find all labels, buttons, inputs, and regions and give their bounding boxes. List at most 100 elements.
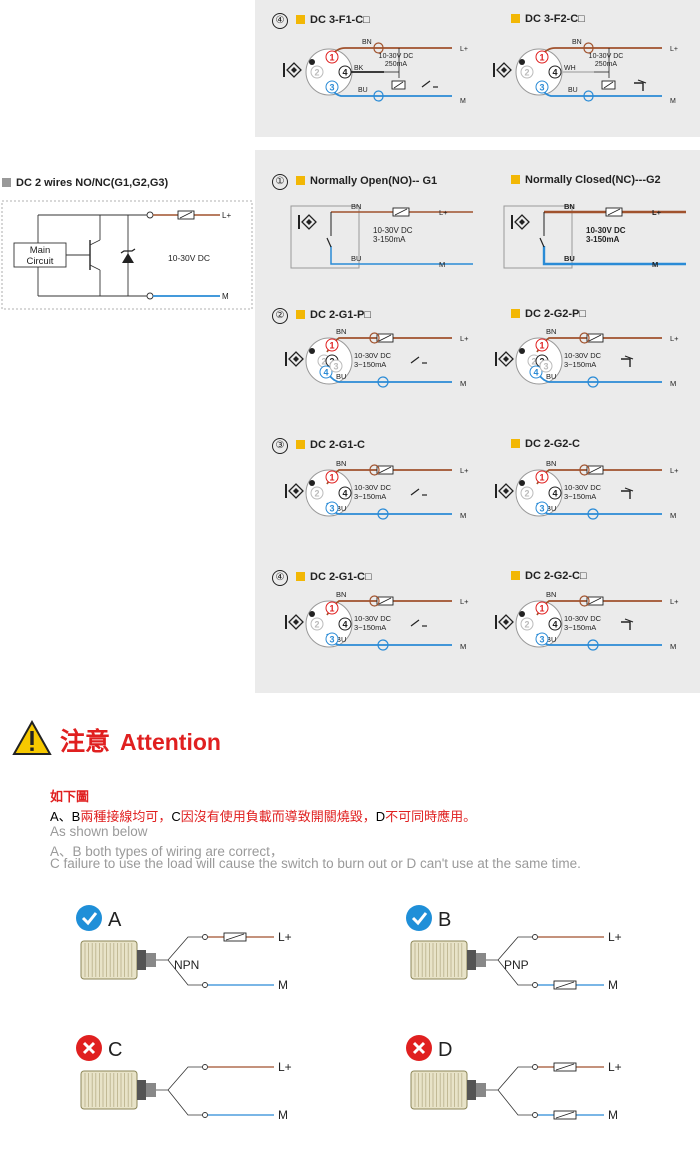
wire-top-black — [486, 1066, 533, 1091]
pin-circle — [535, 338, 549, 352]
resistor-slash — [393, 81, 404, 89]
pin-circle — [529, 365, 543, 379]
resistor-slash — [378, 334, 392, 342]
m-label: M — [278, 978, 288, 992]
nc-switch-blade — [624, 355, 634, 360]
voltage-label: 10-30V DC — [586, 226, 626, 235]
m-label: M — [460, 511, 466, 520]
pin-circle — [325, 601, 339, 615]
bu-label: BU — [351, 254, 361, 263]
yellow-square-icon — [296, 310, 305, 319]
bn-label: BN — [564, 202, 575, 211]
connector-face — [305, 600, 353, 648]
row-title-right: DC 2-G2-C — [511, 438, 580, 450]
connector-key — [519, 348, 525, 354]
sensor-cap — [137, 1080, 146, 1100]
yellow-square-icon — [511, 175, 520, 184]
voltage-label: 10-30V DC — [589, 53, 624, 60]
lplus-label: L+ — [652, 208, 662, 217]
voltage-label: 10-30V DC — [564, 483, 602, 492]
diagram-title: DC 2-G2-C — [525, 438, 581, 450]
pin-circle — [535, 50, 549, 64]
current-label: 3~150mA — [354, 360, 386, 369]
example-letter: D — [438, 1039, 452, 1061]
pin-number: 4 — [342, 620, 347, 630]
lplus-label: L+ — [608, 1060, 622, 1074]
diagram-title: DC 3-F1-C□ — [310, 14, 370, 26]
terminal-bottom — [532, 982, 538, 988]
note-red-3: 不可同時應用。 — [385, 809, 477, 824]
current-label: 3-150mA — [586, 235, 620, 244]
pin-number: 1 — [539, 473, 544, 483]
bn-label: BN — [362, 39, 372, 46]
pin-number: 2 — [321, 357, 326, 367]
sensor-diamond-core — [293, 488, 299, 494]
lplus-label: L+ — [460, 466, 469, 475]
nc-switch-symbol — [621, 621, 631, 630]
bn-label: BN — [336, 327, 346, 336]
resistor-slash — [378, 466, 392, 474]
no-switch-blade — [421, 80, 431, 88]
yellow-square-icon — [296, 15, 305, 24]
m-label: M — [278, 1108, 288, 1122]
bu-label: BU — [358, 87, 368, 94]
dashed-frame — [1, 200, 253, 310]
connector-face — [305, 469, 353, 517]
yellow-square-icon — [511, 439, 520, 448]
wire-bottom-black — [497, 1089, 533, 1116]
note-zh-line-1: 如下圖 — [50, 789, 90, 804]
sensor-diamond-icon — [301, 214, 317, 230]
bn-label: BN — [572, 39, 582, 46]
bn-label: BN — [336, 590, 346, 599]
pin-circle — [325, 632, 339, 646]
m-label: M — [670, 642, 676, 651]
sensor-diamond-icon — [288, 351, 304, 367]
no-switch-blade — [410, 619, 420, 627]
type-label: NPN — [174, 958, 199, 972]
no-switch-blade — [410, 356, 420, 364]
pin-number: 3 — [329, 83, 334, 93]
pin-circle — [325, 470, 339, 484]
pin-number: 3 — [539, 635, 544, 645]
connector-key — [309, 59, 315, 65]
blue-coil — [377, 376, 389, 388]
blue-wire — [330, 246, 473, 265]
pin-number: 1 — [539, 53, 544, 63]
pin-number: 4 — [533, 368, 538, 378]
note-d: D — [375, 809, 386, 824]
terminal-top — [202, 934, 208, 940]
bn-label: BN — [546, 459, 556, 468]
pin-number: 4 — [552, 620, 557, 630]
current-label: 3-150mA — [373, 235, 406, 244]
voltage-label: 10-30V DC — [354, 351, 392, 360]
lplus-label: L+ — [670, 597, 679, 606]
pin-number: 3 — [333, 362, 338, 372]
m-label: M — [460, 98, 466, 105]
bu-label: BU — [546, 635, 556, 644]
pin-number: 2 — [524, 620, 529, 630]
brown-coil — [369, 332, 380, 344]
sensor-diamond-icon — [288, 614, 304, 630]
pin-circle — [535, 601, 549, 615]
top-right-title: DC 3-F2-C□ — [511, 13, 585, 25]
resistor-slash — [588, 466, 602, 474]
m-label: M — [670, 379, 676, 388]
sensor-diamond-core — [293, 356, 299, 362]
note-en-line-2: A、B both types of wiring are correct， — [50, 844, 284, 859]
bu-label: BU — [568, 87, 578, 94]
sensor-diamond-core — [293, 619, 299, 625]
m-label: M — [460, 379, 466, 388]
terminal-bottom — [202, 1112, 208, 1118]
pin-circle — [520, 486, 534, 500]
lplus-label: L+ — [608, 930, 622, 944]
circled-number: ③ — [272, 438, 288, 454]
resistor-slash — [378, 597, 392, 605]
current-label: 3~150mA — [564, 623, 596, 632]
diagram-title: DC 2-G2-P□ — [525, 308, 587, 320]
